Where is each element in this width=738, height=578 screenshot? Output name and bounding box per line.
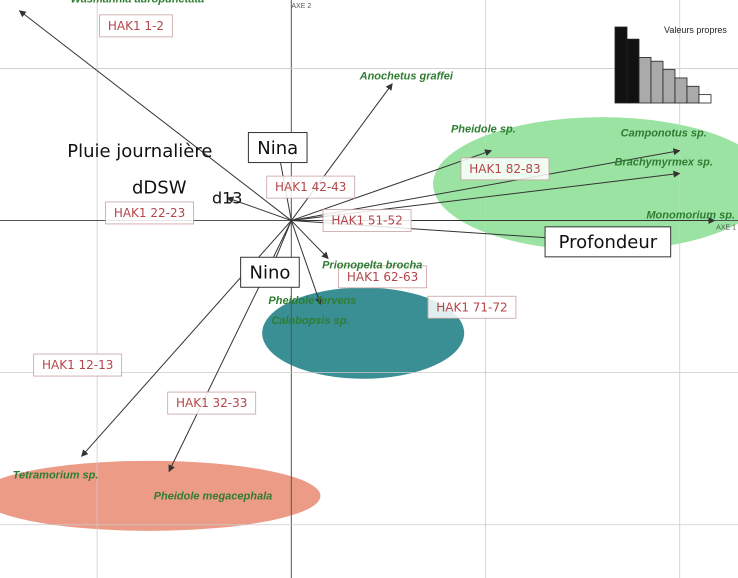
sample-box bbox=[427, 295, 517, 319]
species-label: Tetramorium sp. bbox=[13, 469, 99, 481]
sample-box bbox=[99, 14, 173, 38]
variable-point: Nina bbox=[247, 132, 308, 164]
sample-label: HAK1 71-72 bbox=[436, 300, 507, 314]
sample-label: HAK1 82-83 bbox=[469, 162, 540, 176]
sample-box bbox=[266, 175, 356, 199]
species-label: Monomorium sp. bbox=[646, 210, 735, 222]
group-ellipse-teal bbox=[262, 287, 465, 379]
species-label: Pheidole sp. bbox=[451, 124, 516, 136]
y-axis-label: AXE 2 bbox=[291, 3, 311, 10]
variable-box bbox=[247, 132, 308, 164]
variable-label: Pluie journalière bbox=[67, 141, 212, 162]
sample-label: HAK1 32-33 bbox=[176, 396, 247, 410]
sample-point: HAK1 82-83 bbox=[460, 157, 550, 181]
sample-point: HAK1 71-72 bbox=[427, 295, 517, 319]
variable-label: Nina bbox=[257, 138, 298, 159]
variable-point: dDSW bbox=[132, 177, 187, 198]
variable-box bbox=[240, 256, 300, 288]
variable-label: d13 bbox=[212, 188, 243, 207]
sample-label: HAK1 12-13 bbox=[42, 358, 113, 372]
species-label: Prionopelta brocha bbox=[322, 260, 422, 272]
sample-point: HAK1 42-43 bbox=[266, 175, 356, 199]
species-arrow bbox=[18, 10, 292, 221]
sample-point: HAK1 12-13 bbox=[33, 353, 123, 377]
eigenvalue-bar bbox=[686, 85, 700, 104]
variable-point: Nino bbox=[240, 256, 300, 288]
sample-label: HAK1 51-52 bbox=[331, 214, 402, 228]
sample-box bbox=[460, 157, 550, 181]
species-arrow bbox=[81, 220, 292, 457]
variable-label: Profondeur bbox=[559, 232, 658, 253]
sample-box bbox=[33, 353, 123, 377]
sample-box bbox=[105, 201, 194, 225]
variable-point: Pluie journalière bbox=[67, 141, 212, 162]
species-arrow bbox=[290, 220, 322, 305]
sample-label: HAK1 62-63 bbox=[347, 270, 418, 284]
group-ellipse-salmon bbox=[0, 460, 321, 531]
species-label: Brachymyrmex sp. bbox=[615, 156, 713, 168]
sample-point: HAK1 51-52 bbox=[322, 209, 412, 232]
species-label: Anochetus graffei bbox=[359, 71, 454, 83]
species-label: Calobopsis sp. bbox=[271, 315, 349, 327]
species-label: Wasmannia auropunctata bbox=[71, 0, 205, 6]
eigenvalue-bar bbox=[650, 60, 664, 104]
variable-label: dDSW bbox=[132, 177, 187, 198]
species-label: Camponotus sp. bbox=[621, 128, 707, 140]
sample-box bbox=[322, 209, 412, 232]
sample-box bbox=[167, 391, 257, 415]
sample-point: HAK1 32-33 bbox=[167, 391, 257, 415]
eigenvalue-inset: Valeurs propres bbox=[614, 25, 727, 104]
sample-label: HAK1 22-23 bbox=[114, 206, 185, 220]
group-ellipses bbox=[0, 117, 738, 531]
eigenvalue-bar bbox=[638, 57, 652, 104]
species-labels: Wasmannia auropunctataAnochetus graffeiP… bbox=[13, 0, 735, 503]
sample-label: HAK1 42-43 bbox=[275, 180, 346, 194]
species-arrow bbox=[291, 148, 681, 222]
sample-point: HAK1 62-63 bbox=[338, 265, 427, 289]
sample-box bbox=[338, 265, 427, 289]
eigenvalue-bar bbox=[614, 26, 628, 104]
eigenvalue-bar bbox=[662, 69, 676, 104]
species-arrow bbox=[290, 220, 329, 260]
eigenvalue-bar bbox=[674, 77, 688, 104]
axes: AXE 2 AXE 1 bbox=[291, 3, 736, 232]
variable-box bbox=[544, 226, 672, 258]
eigenvalue-bar bbox=[698, 94, 712, 104]
sample-label: HAK1 1-2 bbox=[108, 19, 164, 33]
species-label: Pheidole megacephala bbox=[154, 491, 273, 503]
variable-arrow bbox=[226, 196, 292, 222]
variable-point: d13 bbox=[212, 188, 243, 207]
variable-label: Nino bbox=[250, 263, 291, 284]
sample-point: HAK1 22-23 bbox=[105, 201, 194, 225]
eigenvalue-bar bbox=[626, 38, 640, 104]
species-label: Pheidole fervens bbox=[268, 295, 356, 307]
variable-labels: Nina Pluie journalière dDSW d13ProfondeurNi… bbox=[67, 132, 672, 288]
variable-point: Profondeur bbox=[544, 226, 672, 258]
x-axis-label: AXE 1 bbox=[716, 225, 736, 232]
species-arrow bbox=[291, 149, 493, 222]
group-ellipse-green bbox=[433, 117, 738, 251]
sample-point: HAK1 1-2 bbox=[99, 14, 173, 38]
eigenvalue-title: Valeurs propres bbox=[664, 25, 727, 35]
